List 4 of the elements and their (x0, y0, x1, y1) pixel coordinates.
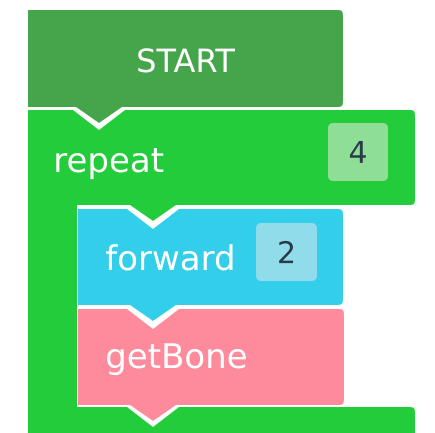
start-block: START (28, 10, 343, 123)
number-field: 2 (256, 223, 317, 281)
number-field: 4 (328, 123, 388, 181)
command-block: getBone (78, 309, 344, 421)
